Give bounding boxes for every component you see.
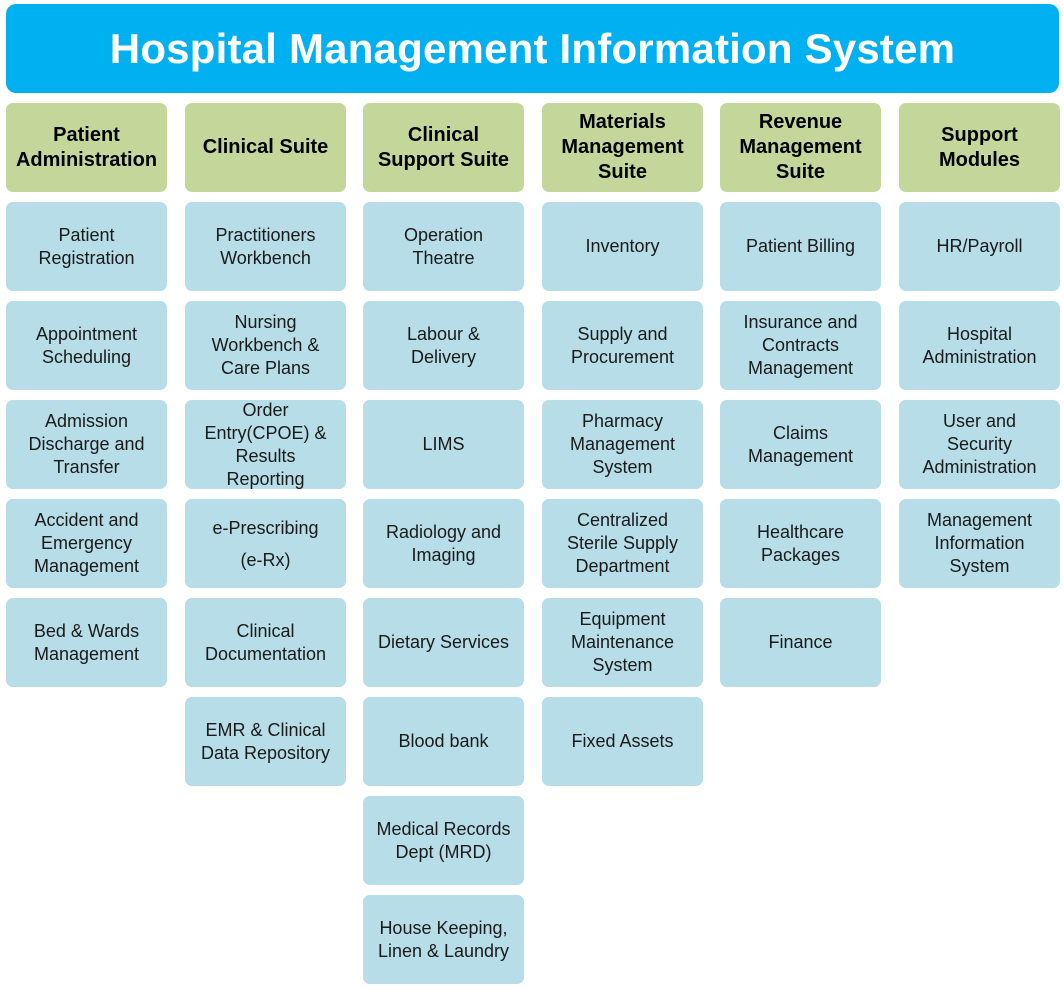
column-header: Materials Management Suite [542,103,703,192]
module-order-entry-cpoe-results-reporting: Order Entry(CPOE) & Results Reporting [185,400,346,489]
module-radiology-and-imaging: Radiology and Imaging [363,499,524,588]
module-admission-discharge-and-transfer: Admission Discharge and Transfer [6,400,167,489]
module-label: Supply and Procurement [570,323,675,367]
module-pharmacy-management-system: Pharmacy Management System [542,400,703,489]
module-label: Order Entry(CPOE) & Results Reporting [204,399,327,489]
module-label: Operation Theatre [403,224,484,268]
module-user-and-security-administration: User and Security Administration [899,400,1060,489]
module-blood-bank: Blood bank [363,697,524,786]
module-label: Claims Management [747,422,854,466]
column-header: Clinical Suite [185,103,346,192]
module-operation-theatre: Operation Theatre [363,202,524,291]
module-healthcare-packages: Healthcare Packages [720,499,881,588]
module-label: Equipment Maintenance System [570,609,675,675]
module-label: Practitioners Workbench [215,224,316,268]
module-label: Clinical Documentation [204,620,327,664]
module-clinical-documentation: Clinical Documentation [185,598,346,687]
module-label: Centralized Sterile Supply Department [566,510,679,576]
module-label: Patient Billing [745,236,856,256]
module-label: Medical Records Dept (MRD) [376,818,511,862]
module-labour-delivery: Labour & Delivery [363,301,524,390]
module-label: Hospital Administration [922,323,1037,367]
column-header-label: Clinical Support Suite [377,123,510,171]
module-nursing-workbench-care-plans: Nursing Workbench & Care Plans [185,301,346,390]
module-label: Inventory [585,236,660,256]
module-label: Patient Registration [38,224,135,268]
module-hr-payroll: HR/Payroll [899,202,1060,291]
module-label: LIMS [422,434,465,454]
module-claims-management: Claims Management [720,400,881,489]
module-insurance-and-contracts-management: Insurance and Contracts Management [720,301,881,390]
module-label: Labour & Delivery [406,323,481,367]
module-label: Fixed Assets [571,731,674,751]
module-patient-registration: Patient Registration [6,202,167,291]
module-label: Nursing Workbench & Care Plans [211,312,320,378]
module-inventory: Inventory [542,202,703,291]
module-label: EMR & Clinical Data Repository [200,719,331,763]
module-emr-clinical-data-repository: EMR & Clinical Data Repository [185,697,346,786]
module-label: Finance [768,632,833,652]
module-fixed-assets: Fixed Assets [542,697,703,786]
module-equipment-maintenance-system: Equipment Maintenance System [542,598,703,687]
module-label: Appointment Scheduling [35,323,138,367]
module-finance: Finance [720,598,881,687]
module-label: Healthcare Packages [756,521,845,565]
module-label: Insurance and Contracts Management [743,312,858,378]
column-header-label: Support Modules [938,123,1021,171]
module-bed-wards-management: Bed & Wards Management [6,598,167,687]
module-practitioners-workbench: Practitioners Workbench [185,202,346,291]
column-header-label: Clinical Suite [202,136,329,158]
column-header-label: Patient Administration [15,123,158,171]
module-dietary-services: Dietary Services [363,598,524,687]
module-label: Blood bank [398,731,489,751]
column-header: Clinical Support Suite [363,103,524,192]
module-e-prescribing-e-rx: e-Prescribing (e-Rx) [185,499,346,588]
module-management-information-system: Management Information System [899,499,1060,588]
module-label: Pharmacy Management System [569,411,676,477]
module-medical-records-dept-mrd: Medical Records Dept (MRD) [363,796,524,885]
title-banner: Hospital Management Information System [6,4,1059,93]
module-hospital-administration: Hospital Administration [899,301,1060,390]
column-header: Support Modules [899,103,1060,192]
module-label: Dietary Services [377,632,510,652]
column-header: Revenue Management Suite [720,103,881,192]
module-centralized-sterile-supply-department: Centralized Sterile Supply Department [542,499,703,588]
module-lims: LIMS [363,400,524,489]
module-patient-billing: Patient Billing [720,202,881,291]
column-header-label: Materials Management Suite [561,111,684,183]
module-label: Admission Discharge and Transfer [28,411,145,477]
module-label: Bed & Wards Management [33,620,140,664]
module-label: HR/Payroll [936,236,1023,256]
module-label: e-Prescribing (e-Rx) [212,517,319,570]
column-header-label: Revenue Management Suite [739,111,862,183]
module-label: House Keeping, Linen & Laundry [377,917,510,961]
module-label: Management Information System [926,510,1033,576]
module-house-keeping-linen-laundry: House Keeping, Linen & Laundry [363,895,524,984]
module-supply-and-procurement: Supply and Procurement [542,301,703,390]
module-label: Accident and Emergency Management [33,510,140,576]
page-title: Hospital Management Information System [109,24,956,72]
module-label: User and Security Administration [922,411,1037,477]
column-header: Patient Administration [6,103,167,192]
module-label: Radiology and Imaging [385,521,502,565]
module-appointment-scheduling: Appointment Scheduling [6,301,167,390]
module-accident-and-emergency-management: Accident and Emergency Management [6,499,167,588]
